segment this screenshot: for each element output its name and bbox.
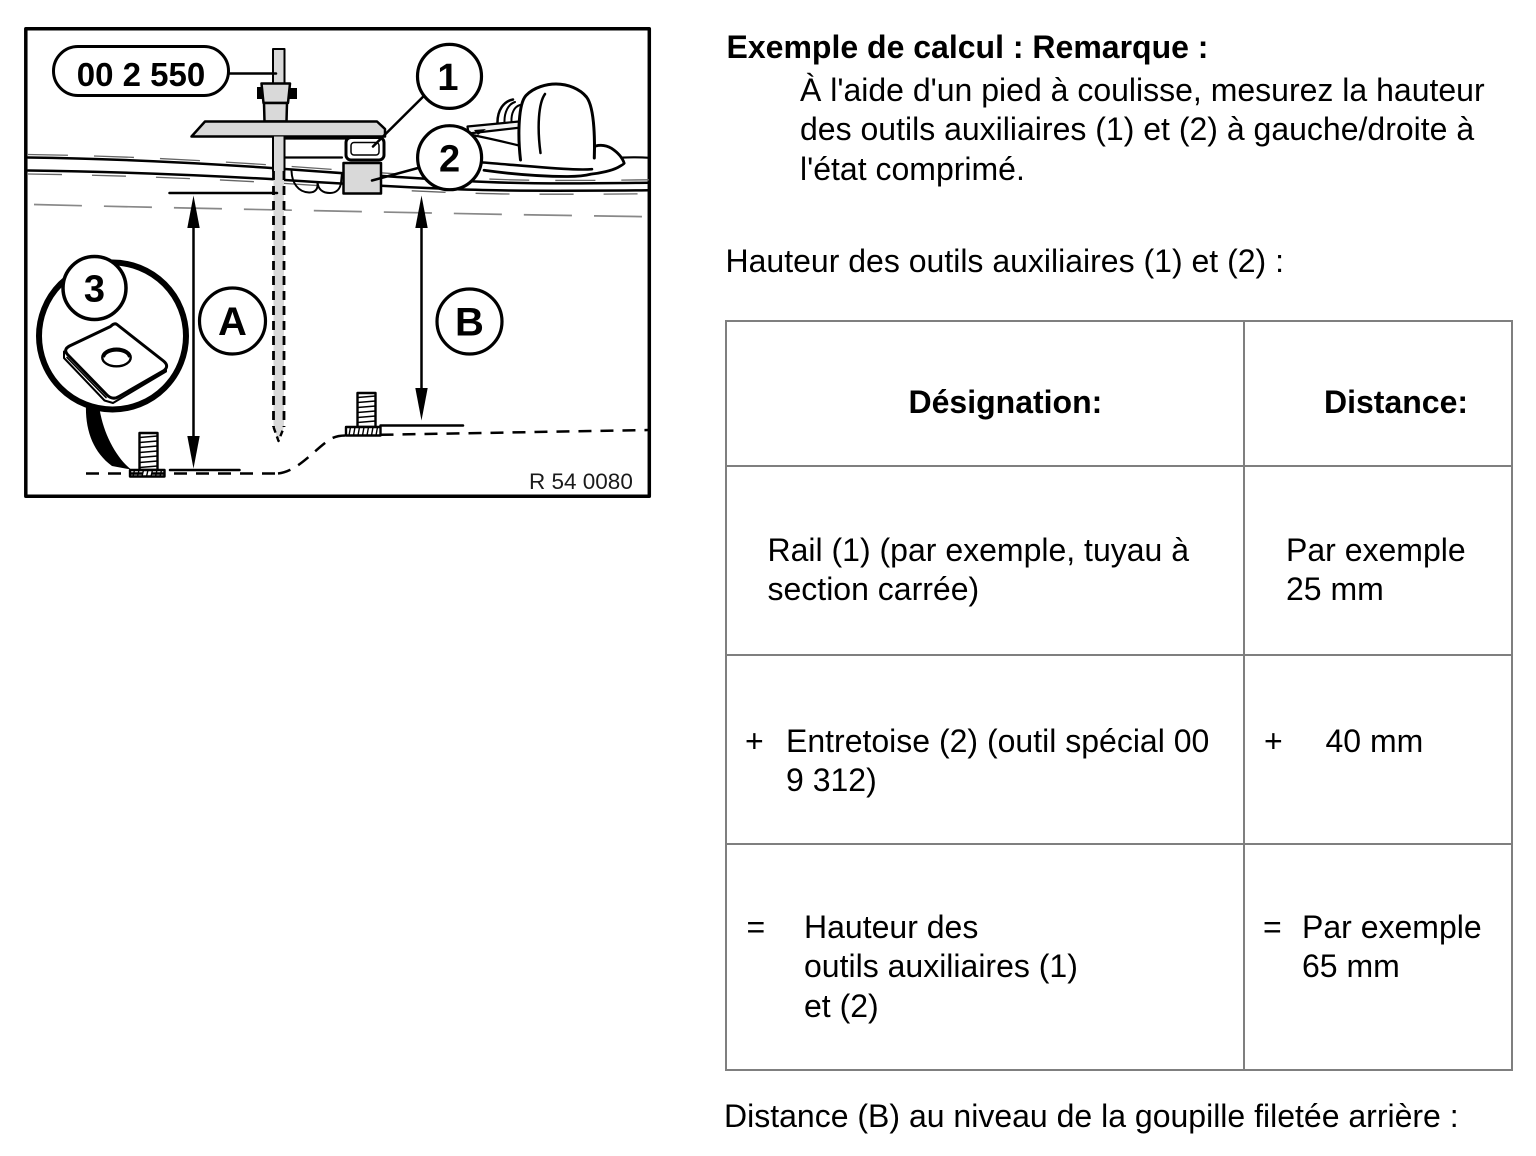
- svg-text:B: B: [455, 301, 484, 345]
- svg-text:3: 3: [84, 269, 105, 311]
- svg-text:00 2 550: 00 2 550: [77, 56, 205, 93]
- svg-text:A: A: [218, 300, 247, 344]
- svg-text:R 54 0080: R 54 0080: [529, 469, 633, 494]
- svg-text:1: 1: [437, 57, 458, 99]
- svg-text:2: 2: [439, 139, 460, 181]
